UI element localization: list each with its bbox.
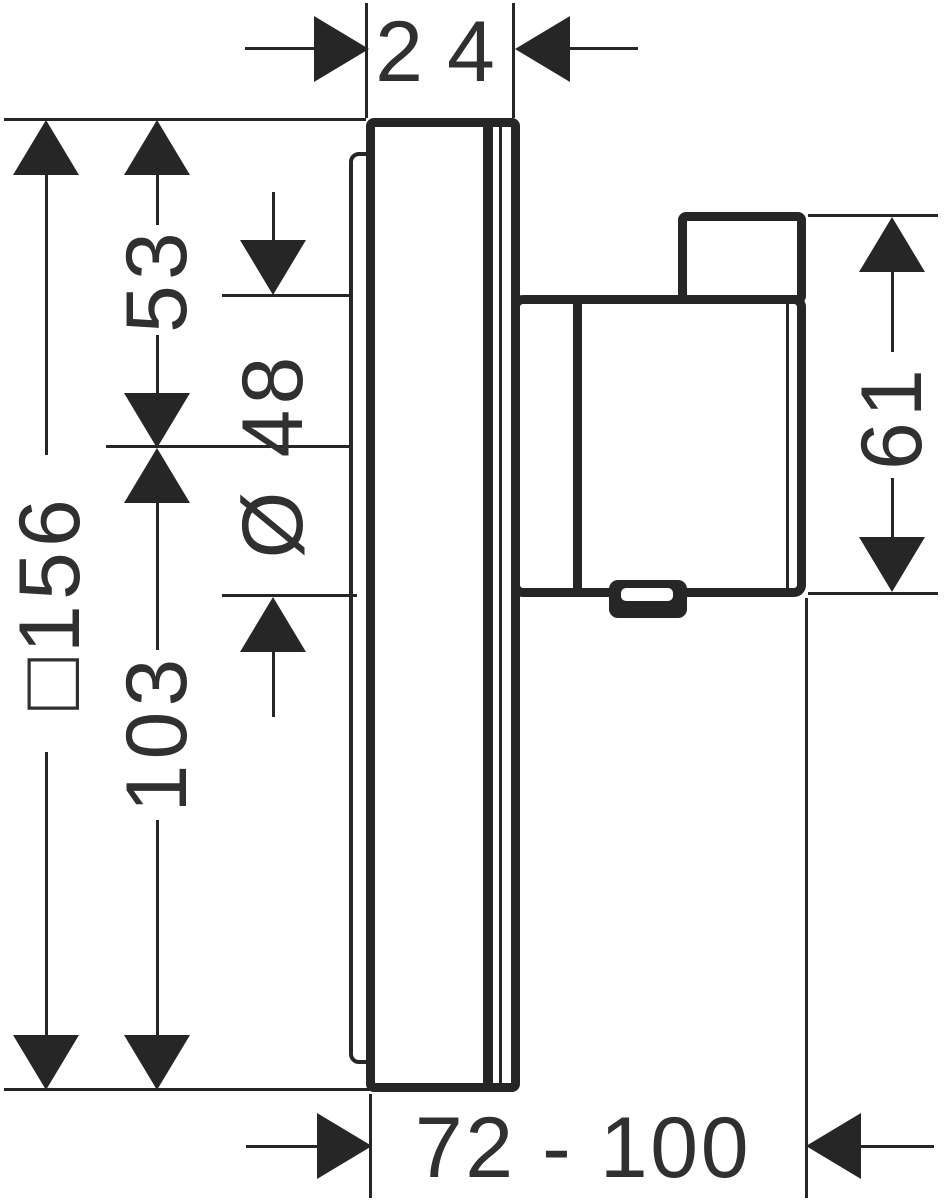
dimension-line	[156, 173, 159, 225]
arrowhead-down-icon	[13, 1035, 79, 1090]
arrowhead-left-icon	[515, 16, 570, 82]
dim-label-plate-square: □156	[2, 493, 98, 711]
arrowhead-up-icon	[240, 597, 306, 652]
arrowhead-down-icon	[240, 240, 306, 295]
dimension-line	[156, 503, 159, 650]
extension-line	[222, 594, 357, 597]
dimension-line	[891, 272, 894, 352]
dim-label-plate-depth: 24	[375, 4, 519, 100]
extension-line	[805, 598, 808, 1198]
extension-line	[106, 445, 352, 448]
dimension-line	[272, 192, 275, 240]
handle-base-joint-line	[573, 304, 582, 588]
select-button	[678, 212, 806, 304]
dimension-line	[891, 478, 894, 537]
extension-line	[808, 592, 938, 595]
arrowhead-right-icon	[314, 16, 369, 82]
dimension-line	[245, 47, 315, 50]
dimension-line	[156, 820, 159, 1036]
arrowhead-up-icon	[124, 448, 190, 503]
plate-face-thin-line	[499, 127, 502, 1083]
arrowhead-up-icon	[859, 217, 925, 272]
arrowhead-down-icon	[124, 1035, 190, 1090]
extension-line	[4, 118, 366, 121]
arrowhead-left-icon	[806, 1113, 861, 1179]
dimension-line	[156, 335, 159, 393]
escutcheon-plate	[366, 118, 520, 1092]
arrowhead-up-icon	[13, 120, 79, 175]
arrowhead-down-icon	[124, 393, 190, 448]
dimension-line	[570, 47, 638, 50]
extension-line	[512, 3, 515, 118]
dimension-line	[246, 1145, 318, 1148]
arrowhead-up-icon	[124, 120, 190, 175]
extension-line	[222, 294, 351, 297]
dim-label-install-depth: 72 - 100	[414, 1100, 752, 1196]
plate-front-edge-line	[483, 127, 493, 1083]
dimension-line	[45, 752, 48, 1036]
arrowhead-right-icon	[317, 1113, 372, 1179]
handle-face-thin-line	[786, 304, 789, 588]
dimension-line	[45, 173, 48, 455]
handle-body	[511, 295, 806, 597]
dim-label-handle-diameter: Ø 48	[225, 351, 321, 559]
dimension-line	[272, 652, 275, 717]
handle-clip-slot	[621, 588, 673, 601]
extension-line	[808, 214, 938, 217]
arrowhead-down-icon	[859, 537, 925, 592]
dimension-line	[861, 1145, 934, 1148]
